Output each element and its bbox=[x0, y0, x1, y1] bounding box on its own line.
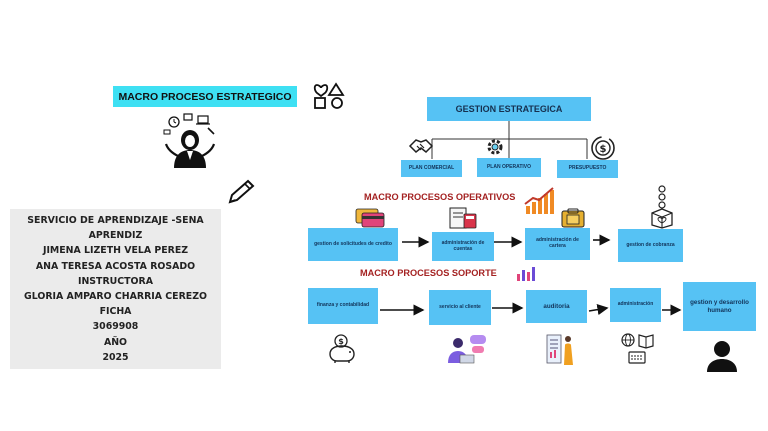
plan-comercial-box: PLAN COMERCIAL bbox=[401, 160, 462, 177]
info-line: FICHA bbox=[99, 306, 132, 318]
gestion-estrategica-box: GESTION ESTRATEGICA bbox=[427, 97, 591, 121]
info-card: SERVICIO DE APRENDIZAJE -SENA APRENDIZ J… bbox=[10, 209, 221, 369]
calculator-icon bbox=[449, 207, 477, 229]
credit-cards-icon bbox=[355, 208, 385, 228]
sp-step-servicio: servicio al cliente bbox=[429, 290, 491, 325]
growth-chart-icon bbox=[524, 187, 554, 214]
op-step-cuentas: administración de cuentas bbox=[432, 232, 494, 261]
info-line: ANA TERESA ACOSTA ROSADO bbox=[35, 260, 196, 272]
info-line: AÑO bbox=[103, 336, 128, 348]
presupuesto-box: PRESUPUESTO bbox=[557, 160, 618, 178]
info-line: 3069908 bbox=[92, 321, 139, 333]
sp-step-auditoria: auditoria bbox=[526, 290, 587, 323]
op-step-cartera: administración de cartera bbox=[525, 228, 590, 260]
sp-step-gestion-humano: gestion y desarrollo humano bbox=[683, 282, 756, 331]
op-step-solicitudes: gestion de solicitudes de credito bbox=[308, 228, 398, 261]
shapes-icon bbox=[313, 82, 345, 109]
customer-service-icon bbox=[448, 335, 486, 364]
soporte-label: MACRO PROCESOS SOPORTE bbox=[360, 268, 497, 278]
arrow-sp-3 bbox=[588, 304, 609, 316]
coins-box-icon bbox=[651, 185, 673, 229]
gear-icon bbox=[487, 139, 503, 155]
info-line: 2025 bbox=[102, 351, 129, 363]
svg-text:$: $ bbox=[600, 144, 607, 155]
sp-step-administracion: administración bbox=[610, 288, 661, 322]
info-line: JIMENA LIZETH VELA PEREZ bbox=[42, 245, 189, 257]
operativos-label: MACRO PROCESOS OPERATIVOS bbox=[364, 192, 516, 202]
wallet-icon bbox=[561, 208, 585, 228]
svg-text:$: $ bbox=[338, 337, 344, 346]
info-line: SERVICIO DE APRENDIZAJE -SENA bbox=[27, 214, 204, 226]
pencil-icon bbox=[228, 179, 255, 204]
info-line: GLORIA AMPARO CHARRIA CEREZO bbox=[24, 291, 207, 302]
info-line: APRENDIZ bbox=[88, 230, 143, 242]
op-step-cobranza: gestion de cobranza bbox=[618, 229, 683, 262]
audit-report-icon bbox=[546, 334, 573, 365]
macro-strategic-tag: MACRO PROCESO ESTRATEGICO bbox=[113, 86, 297, 107]
piggy-bank-icon: $ bbox=[329, 334, 355, 363]
plan-operativo-box: PLAN OPERATIVO bbox=[477, 158, 541, 177]
sp-step-finanza: finanza y contabilidad bbox=[308, 288, 378, 324]
handshake-icon bbox=[408, 139, 434, 154]
user-icon bbox=[707, 341, 737, 372]
money-cycle-icon: $ bbox=[591, 136, 615, 160]
analytics-icon bbox=[517, 267, 535, 281]
businesswoman-icon bbox=[163, 113, 216, 168]
globe-book-icon bbox=[621, 333, 654, 364]
info-line: INSTRUCTORA bbox=[77, 275, 154, 287]
